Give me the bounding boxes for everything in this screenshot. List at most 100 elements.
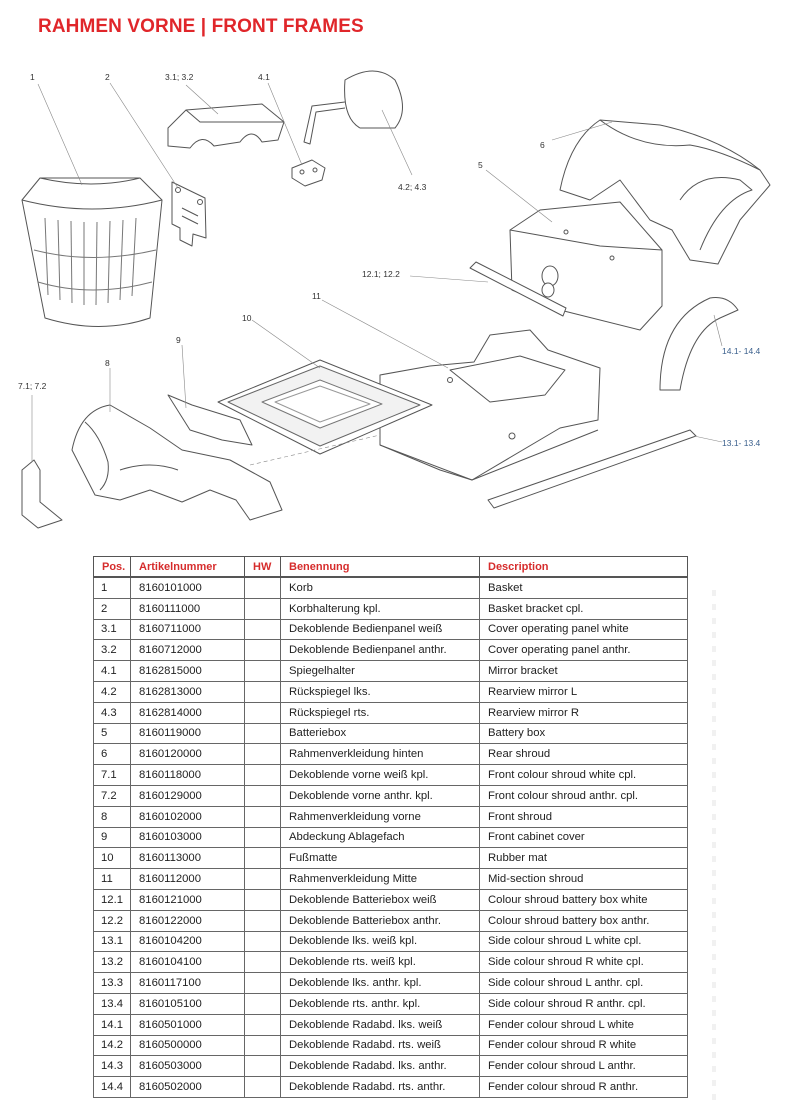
table-cell-description: Basket	[479, 576, 688, 599]
table-cell-name-de: Rückspiegel lks.	[280, 680, 480, 703]
table-cell-hw	[244, 597, 281, 620]
table-cell-name-de: Dekoblende Radabd. lks. anthr.	[280, 1055, 480, 1078]
table-cell-pos: 14.2	[93, 1034, 131, 1057]
callout-4-1: 4.1	[258, 72, 270, 82]
table-cell-name-de: Batteriebox	[280, 722, 480, 745]
table-cell-name-de: Dekoblende rts. weiß kpl.	[280, 951, 480, 974]
page-title: RAHMEN VORNE | FRONT FRAMES	[38, 16, 364, 37]
table-cell-pos: 14.3	[93, 1055, 131, 1078]
table-cell-name-de: Rahmenverkleidung vorne	[280, 805, 480, 828]
table-cell-name-de: Dekoblende Radabd. rts. weiß	[280, 1034, 480, 1057]
table-cell-article: 8162813000	[130, 680, 245, 703]
table-cell-hw	[244, 868, 281, 890]
table-cell-pos: 8	[93, 805, 131, 828]
table-cell-article: 8160502000	[130, 1076, 245, 1098]
header-article: Artikelnummer	[130, 556, 245, 578]
callout-14: 14.1- 14.4	[722, 346, 761, 356]
table-cell-description: Front shroud	[479, 805, 688, 828]
table-cell-description: Rubber mat	[479, 847, 688, 870]
callout-4-2: 4.2; 4.3	[398, 182, 427, 192]
header-hw: HW	[244, 556, 281, 578]
table-cell-description: Fender colour shroud L anthr.	[479, 1055, 688, 1078]
table-cell-pos: 4.3	[93, 701, 131, 724]
callout-7: 7.1; 7.2	[18, 381, 47, 391]
table-cell-article: 8160500000	[130, 1034, 245, 1057]
table-cell-article: 8160118000	[130, 764, 245, 786]
table-cell-name-de: Dekoblende Batteriebox anthr.	[280, 909, 480, 932]
callout-2: 2	[105, 72, 110, 82]
table-cell-pos: 13.4	[93, 992, 131, 1015]
table-cell-name-de: Dekoblende Radabd. lks. weiß	[280, 1013, 480, 1036]
table-cell-hw	[244, 743, 281, 766]
table-cell-hw	[244, 680, 281, 703]
table-cell-description: Side colour shroud L white cpl.	[479, 930, 688, 953]
table-cell-description: Cover operating panel white	[479, 618, 688, 641]
table-cell-pos: 14.4	[93, 1076, 131, 1098]
table-cell-article: 8160103000	[130, 826, 245, 849]
table-cell-name-de: Korb	[280, 576, 480, 599]
table-cell-hw	[244, 930, 281, 953]
table-cell-hw	[244, 805, 281, 828]
table-cell-name-de: Dekoblende rts. anthr. kpl.	[280, 992, 480, 1015]
basket-bracket-drawing	[171, 181, 207, 247]
callout-13: 13.1- 13.4	[722, 438, 761, 448]
table-cell-article: 8160111000	[130, 597, 245, 620]
table-cell-article: 8162815000	[130, 660, 245, 682]
table-cell-description: Fender colour shroud L white	[479, 1013, 688, 1036]
table-header-row: Pos. Artikelnummer HW Benennung Descript…	[93, 556, 688, 578]
basket-drawing	[21, 177, 163, 327]
table-cell-article: 8162814000	[130, 701, 245, 724]
header-description: Description	[479, 556, 688, 578]
table-cell-description: Fender colour shroud R anthr.	[479, 1076, 688, 1098]
table-cell-description: Side colour shroud L anthr. cpl.	[479, 972, 688, 994]
callout-11: 11	[312, 291, 321, 301]
table-cell-name-de: Spiegelhalter	[280, 660, 480, 682]
table-cell-article: 8160122000	[130, 909, 245, 932]
table-cell-article: 8160501000	[130, 1013, 245, 1036]
table-cell-description: Front cabinet cover	[479, 826, 688, 849]
table-cell-hw	[244, 888, 281, 911]
table-cell-name-de: Rückspiegel rts.	[280, 701, 480, 724]
table-cell-name-de: Dekoblende Bedienpanel weiß	[280, 618, 480, 641]
table-cell-article: 8160503000	[130, 1055, 245, 1078]
table-cell-hw	[244, 909, 281, 932]
table-cell-pos: 13.2	[93, 951, 131, 974]
table-cell-pos: 2	[93, 597, 131, 620]
table-cell-article: 8160104200	[130, 930, 245, 953]
table-cell-pos: 13.3	[93, 972, 131, 994]
table-cell-hw	[244, 722, 281, 745]
table-cell-pos: 6	[93, 743, 131, 766]
table-cell-article: 8160102000	[130, 805, 245, 828]
rear-shroud-drawing	[559, 119, 771, 265]
table-cell-hw	[244, 1076, 281, 1098]
table-cell-pos: 13.1	[93, 930, 131, 953]
table-cell-article: 8160105100	[130, 992, 245, 1015]
table-cell-article: 8160101000	[130, 576, 245, 599]
table-cell-pos: 14.1	[93, 1013, 131, 1036]
table-cell-name-de: Dekoblende Radabd. rts. anthr.	[280, 1076, 480, 1098]
table-cell-pos: 3.2	[93, 639, 131, 662]
table-cell-hw	[244, 847, 281, 870]
table-cell-pos: 7.1	[93, 764, 131, 786]
table-cell-pos: 11	[93, 868, 131, 890]
rearview-mirror-drawing	[303, 70, 403, 145]
mid-section-shroud-drawing	[379, 329, 601, 481]
table-cell-description: Side colour shroud R white cpl.	[479, 951, 688, 974]
table-cell-hw	[244, 576, 281, 599]
